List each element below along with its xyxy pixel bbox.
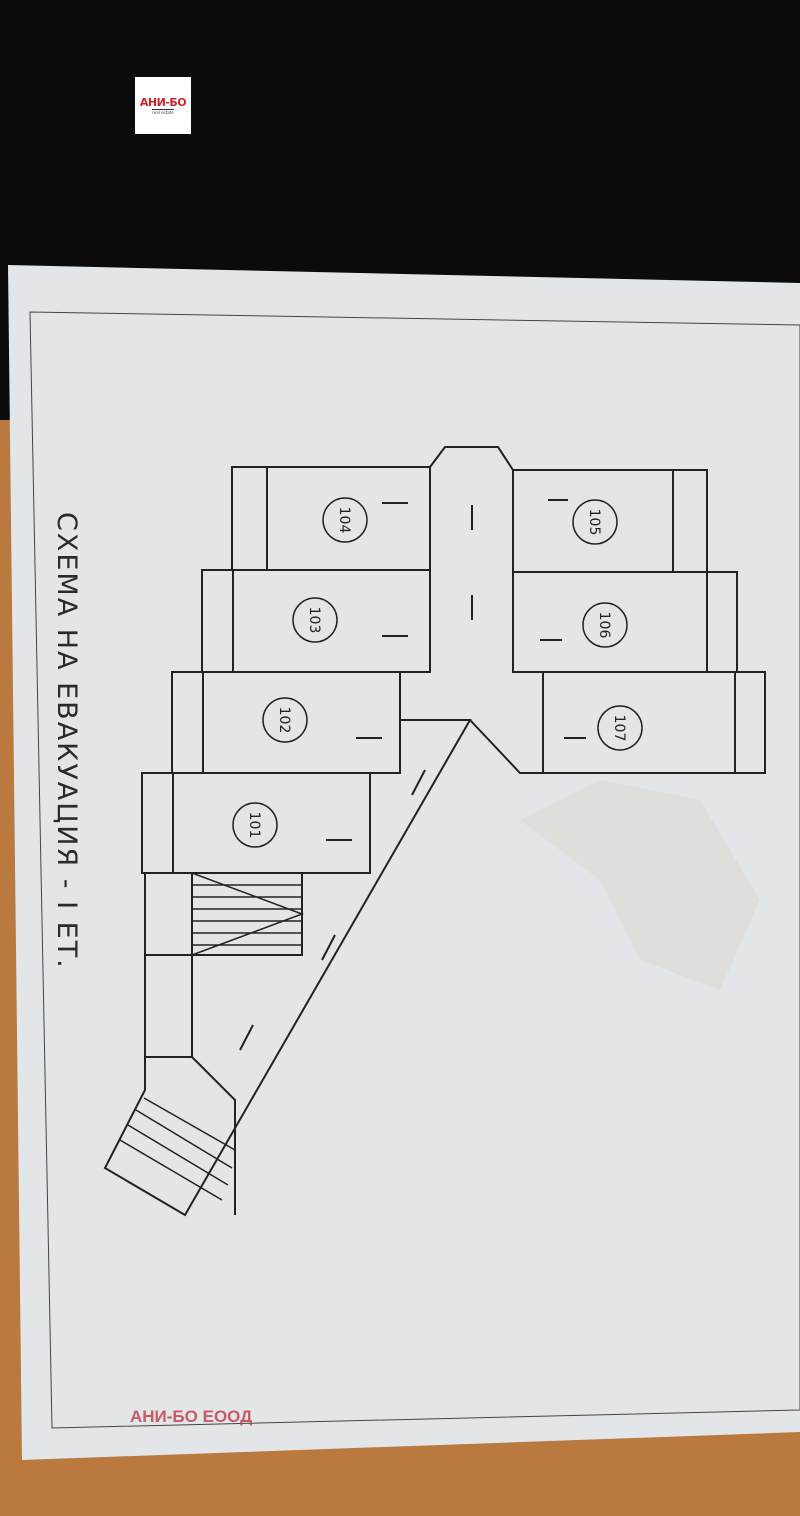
logo-text: АНИ-БО — [139, 95, 187, 109]
agency-logo: АНИ-БО real estate — [135, 77, 191, 134]
room-102: 102 — [276, 707, 292, 734]
room-107: 107 — [611, 715, 627, 742]
evacuation-arrows — [239, 499, 586, 1051]
paper-sheet — [8, 265, 800, 1460]
stairs — [119, 872, 305, 1201]
plan-title: СХЕМА НА ЕВАКУАЦИЯ - I ЕТ. — [51, 512, 82, 970]
room-106: 106 — [596, 612, 612, 639]
room-104: 104 — [336, 507, 352, 534]
room-103: 103 — [306, 607, 322, 634]
watermark: АНИ-БО ЕООД — [130, 1407, 253, 1426]
room-105: 105 — [586, 509, 602, 536]
plan-border — [29, 311, 800, 1429]
room-101: 101 — [246, 812, 262, 839]
logo-subtitle: real estate — [152, 108, 174, 115]
room-markers — [232, 497, 643, 848]
floor-plan — [103, 446, 766, 1217]
